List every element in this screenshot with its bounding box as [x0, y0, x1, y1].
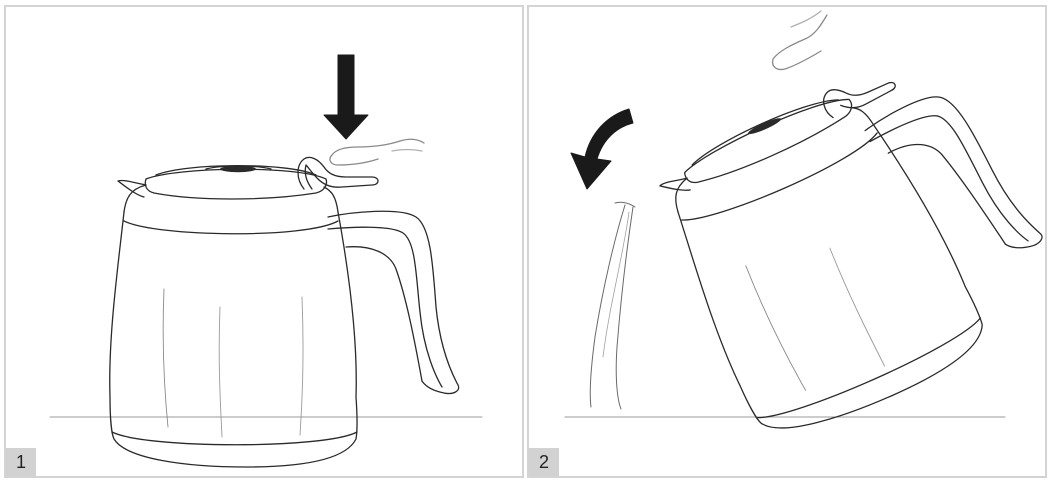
- step-number-badge: 2: [529, 448, 559, 476]
- press-lid-lever-icon: [49, 54, 483, 468]
- curved-arrow-icon: [570, 108, 634, 190]
- jug-spout: [117, 179, 147, 198]
- pressing-hand: [329, 138, 425, 166]
- step-panel-2: 2: [527, 5, 1047, 478]
- tilted-jug: [659, 81, 1043, 429]
- step-panel-1: 1: [4, 5, 524, 478]
- tilt-and-pour-icon: [564, 10, 1043, 429]
- pressing-hand: [771, 14, 828, 71]
- jug-handle: [327, 210, 460, 395]
- jug-lid: [144, 168, 328, 200]
- step-number-badge: 1: [6, 448, 36, 476]
- down-arrow-icon: [323, 54, 369, 140]
- lid-lever: [297, 156, 379, 190]
- pouring-coffee: [589, 204, 626, 408]
- jug-body: [109, 211, 358, 468]
